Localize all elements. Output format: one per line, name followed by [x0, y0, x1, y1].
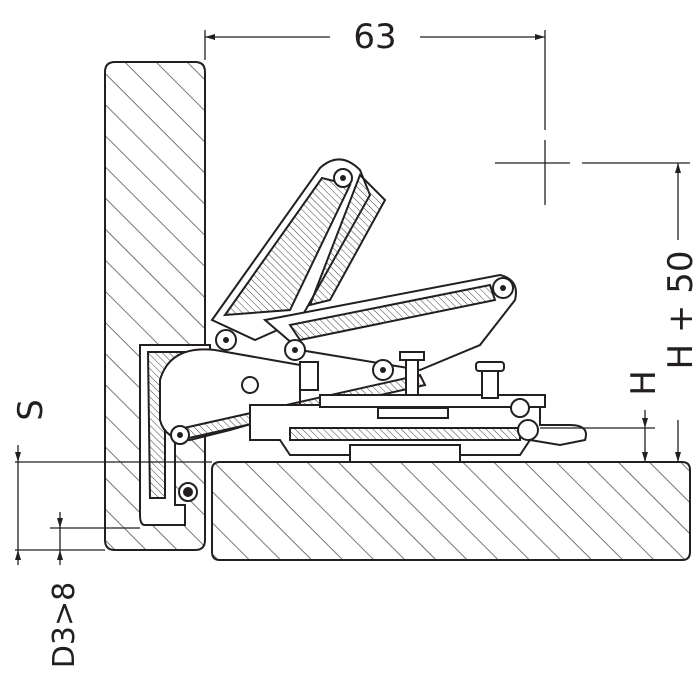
dimension-s-label: S: [11, 399, 51, 421]
dimension-d3-label: D3>8: [47, 582, 82, 668]
mounting-plate: [249, 394, 587, 463]
dimension-63-label: 63: [353, 17, 396, 57]
dimension-lines: [15, 30, 690, 565]
dimension-h-plus-50-label: H + 50: [661, 251, 700, 370]
cabinet-side-panel: [211, 461, 691, 561]
arrowheads: [15, 34, 681, 560]
dimension-h-label: H: [624, 370, 664, 396]
